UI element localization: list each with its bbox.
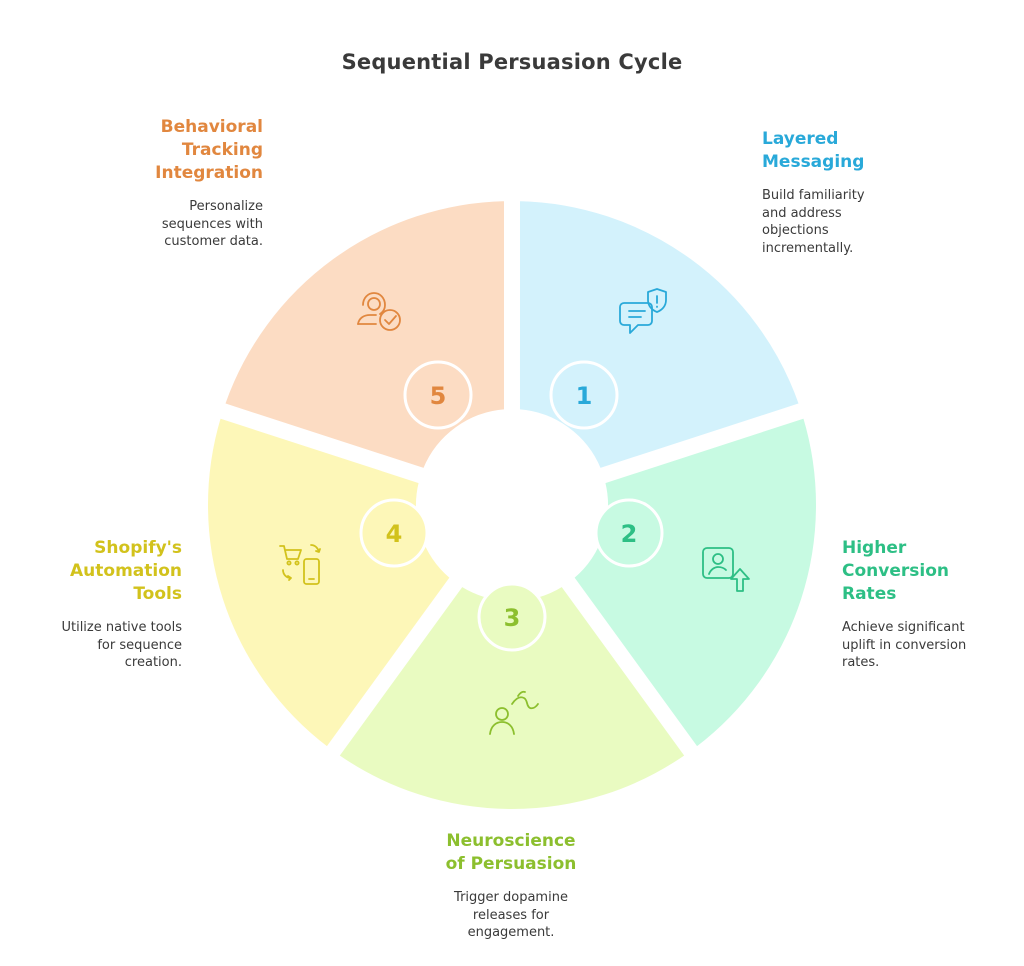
step-3-title: Neuroscience of Persuasion <box>445 831 577 874</box>
step-4-label: Shopify's Automation Tools Utilize nativ… <box>0 537 182 672</box>
badge-step-5: 5 <box>403 360 473 430</box>
step-2-label: Higher Conversion Rates Achieve signific… <box>842 537 1024 672</box>
badge-number-2: 2 <box>621 520 638 548</box>
step-3-description: Trigger dopamine releases for engagement… <box>454 890 568 940</box>
badge-step-1: 1 <box>549 360 619 430</box>
badge-step-2: 2 <box>594 498 664 568</box>
badge-step-4: 4 <box>359 498 429 568</box>
badge-number-4: 4 <box>386 520 403 548</box>
cart-phone-sync-icon <box>279 544 321 585</box>
chat-warning-icon <box>619 288 667 334</box>
step-1-label: Layered Messaging Build familiarity and … <box>762 128 982 257</box>
badge-number-5: 5 <box>430 382 447 410</box>
step-5-description: Personalize sequences with customer data… <box>161 199 263 249</box>
person-wave-icon <box>489 690 539 735</box>
step-1-title: Layered Messaging <box>762 129 865 172</box>
step-2-description: Achieve significant uplift in conversion… <box>842 620 967 670</box>
step-3-label: Neuroscience of Persuasion Trigger dopam… <box>401 830 621 942</box>
step-4-title: Shopify's Automation Tools <box>70 538 182 604</box>
step-5-label: Behavioral Tracking Integration Personal… <box>43 116 263 251</box>
page-title: Sequential Persuasion Cycle <box>341 50 683 74</box>
badge-step-3: 3 <box>477 582 547 652</box>
step-1-description: Build familiarity and address objections… <box>762 188 865 256</box>
step-2-title: Higher Conversion Rates <box>842 538 949 604</box>
segment-step-1 <box>517 199 801 471</box>
step-4-description: Utilize native tools for sequence creati… <box>61 620 182 670</box>
segment-step-5 <box>223 199 507 471</box>
user-up-arrow-icon <box>702 547 750 592</box>
user-check-icon <box>357 292 401 331</box>
badge-number-3: 3 <box>504 604 521 632</box>
step-5-title: Behavioral Tracking Integration <box>155 117 263 183</box>
badge-number-1: 1 <box>576 382 593 410</box>
